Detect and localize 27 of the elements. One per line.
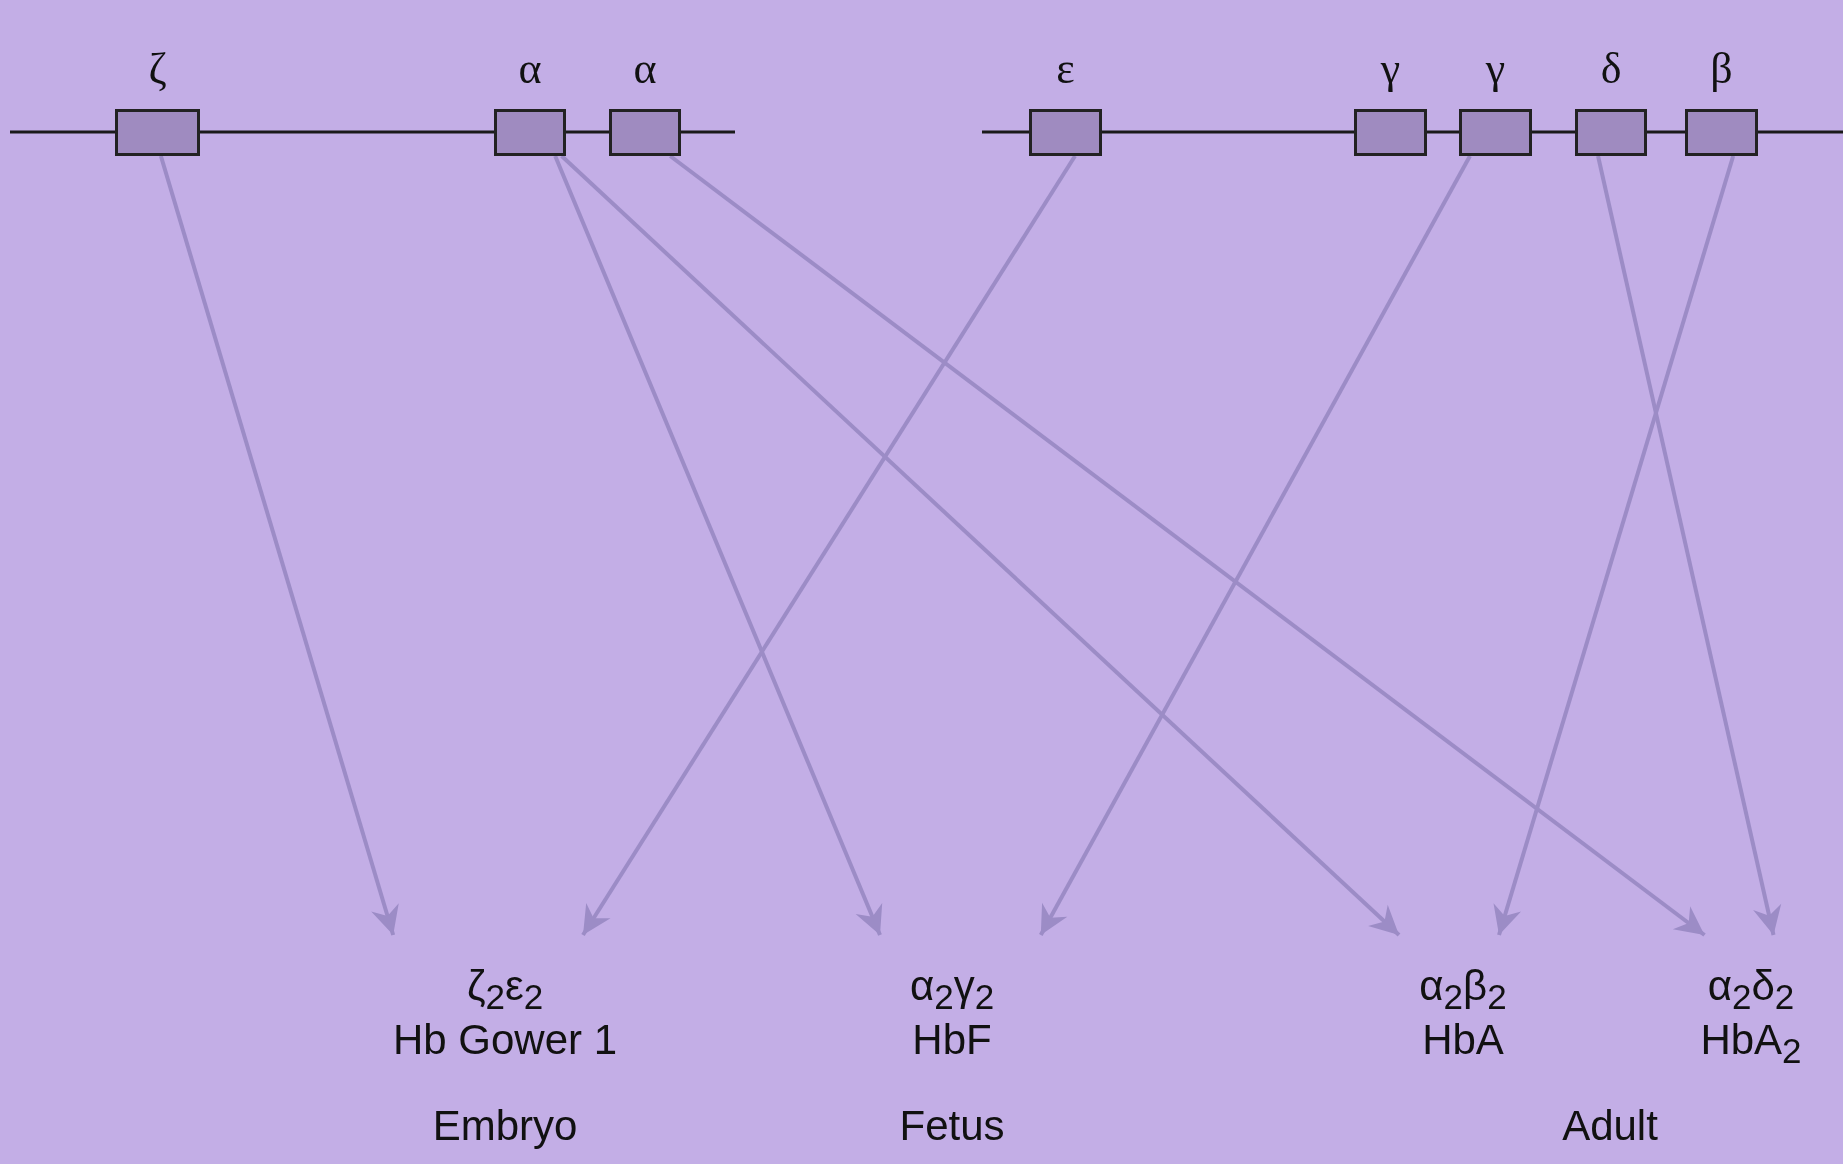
arrow: [1493, 155, 1736, 936]
hemoglobin-name: Hb Gower 1: [392, 1016, 618, 1064]
stage-label: Embryo: [432, 1105, 578, 1147]
arrow: [669, 154, 1706, 937]
gene-label: β: [1710, 47, 1733, 91]
hemoglobin-name: HbA: [1422, 1016, 1504, 1064]
gene-label: δ: [1600, 47, 1622, 91]
gene-label: ζ: [148, 47, 167, 91]
arrow: [1596, 155, 1782, 936]
stage-label: Fetus: [899, 1105, 1005, 1147]
arrow: [581, 154, 1077, 937]
chain-formula: α$_{2}$γ$_{2}$: [909, 963, 995, 1017]
gene-label: α: [633, 47, 657, 91]
hemoglobin-name: HbA$_{2}$: [1700, 1016, 1802, 1071]
stage-label: Adult: [1562, 1105, 1658, 1147]
gene-label: ε: [1056, 47, 1075, 91]
hemoglobin-name: HbF: [912, 1016, 992, 1064]
chain-formula: ζ$_{2}$ε$_{2}$: [466, 963, 544, 1017]
arrow: [159, 155, 399, 936]
arrow: [553, 155, 883, 936]
chain-formula: α$_{2}$β$_{2}$: [1419, 963, 1507, 1017]
gene-label: γ: [1485, 47, 1506, 91]
arrow: [1039, 155, 1472, 936]
gene-label: α: [518, 47, 542, 91]
chain-formula: α$_{2}$δ$_{2}$: [1707, 963, 1795, 1017]
arrow: [560, 154, 1401, 937]
gene-label: γ: [1380, 47, 1401, 91]
